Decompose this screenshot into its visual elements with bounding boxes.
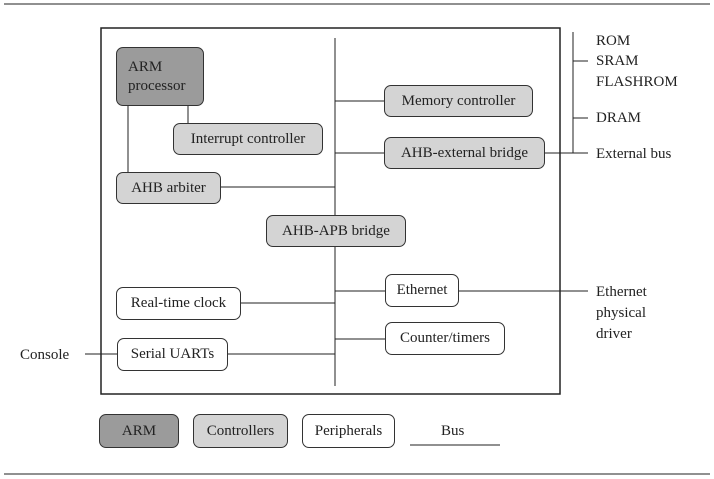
- memory-controller-label: Memory controller: [401, 92, 516, 109]
- ahb-arbiter-block: AHB arbiter: [116, 172, 221, 204]
- ethernet-driver-label-2: physical: [596, 305, 646, 321]
- counter-timers-block: Counter/timers: [385, 322, 505, 355]
- legend-peripherals-label: Peripherals: [314, 422, 383, 439]
- chip-boundary: [100, 27, 561, 395]
- serial-uarts-label: Serial UARTs: [130, 346, 215, 363]
- ahb-arbiter-label: AHB arbiter: [131, 179, 206, 196]
- ahb-apb-bridge-label: AHB-APB bridge: [282, 222, 390, 239]
- legend-controllers-label: Controllers: [206, 422, 275, 439]
- sram-label: SRAM: [596, 53, 639, 69]
- real-time-clock-label: Real-time clock: [130, 295, 227, 312]
- arm-processor-label: ARM processor: [128, 58, 186, 94]
- ahb-external-bridge-label: AHB-external bridge: [400, 144, 529, 161]
- ahb-apb-bridge-block: AHB-APB bridge: [266, 215, 406, 247]
- legend-arm-label: ARM: [121, 422, 157, 439]
- ethernet-driver-label-3: driver: [596, 326, 632, 342]
- real-time-clock-block: Real-time clock: [116, 287, 241, 320]
- counter-timers-label: Counter/timers: [400, 330, 490, 347]
- legend-bus-label: Bus: [441, 423, 465, 439]
- serial-uarts-block: Serial UARTs: [117, 338, 228, 371]
- dram-label: DRAM: [596, 110, 642, 126]
- ethernet-driver-label-1: Ethernet: [596, 284, 647, 300]
- ahb-external-bridge-block: AHB-external bridge: [384, 137, 545, 169]
- interrupt-controller-block: Interrupt controller: [173, 123, 323, 155]
- ethernet-block: Ethernet: [385, 274, 459, 307]
- legend-controllers: Controllers: [193, 414, 288, 448]
- ethernet-label: Ethernet: [396, 282, 448, 299]
- interrupt-controller-label: Interrupt controller: [190, 130, 306, 147]
- memory-controller-block: Memory controller: [384, 85, 533, 117]
- external-bus-label: External bus: [596, 146, 672, 162]
- rom-label: ROM: [596, 33, 631, 49]
- legend-peripherals: Peripherals: [302, 414, 395, 448]
- console-label: Console: [20, 347, 70, 363]
- flashrom-label: FLASHROM: [596, 74, 678, 90]
- arm-processor-block: ARM processor: [116, 47, 204, 106]
- legend-arm: ARM: [99, 414, 179, 448]
